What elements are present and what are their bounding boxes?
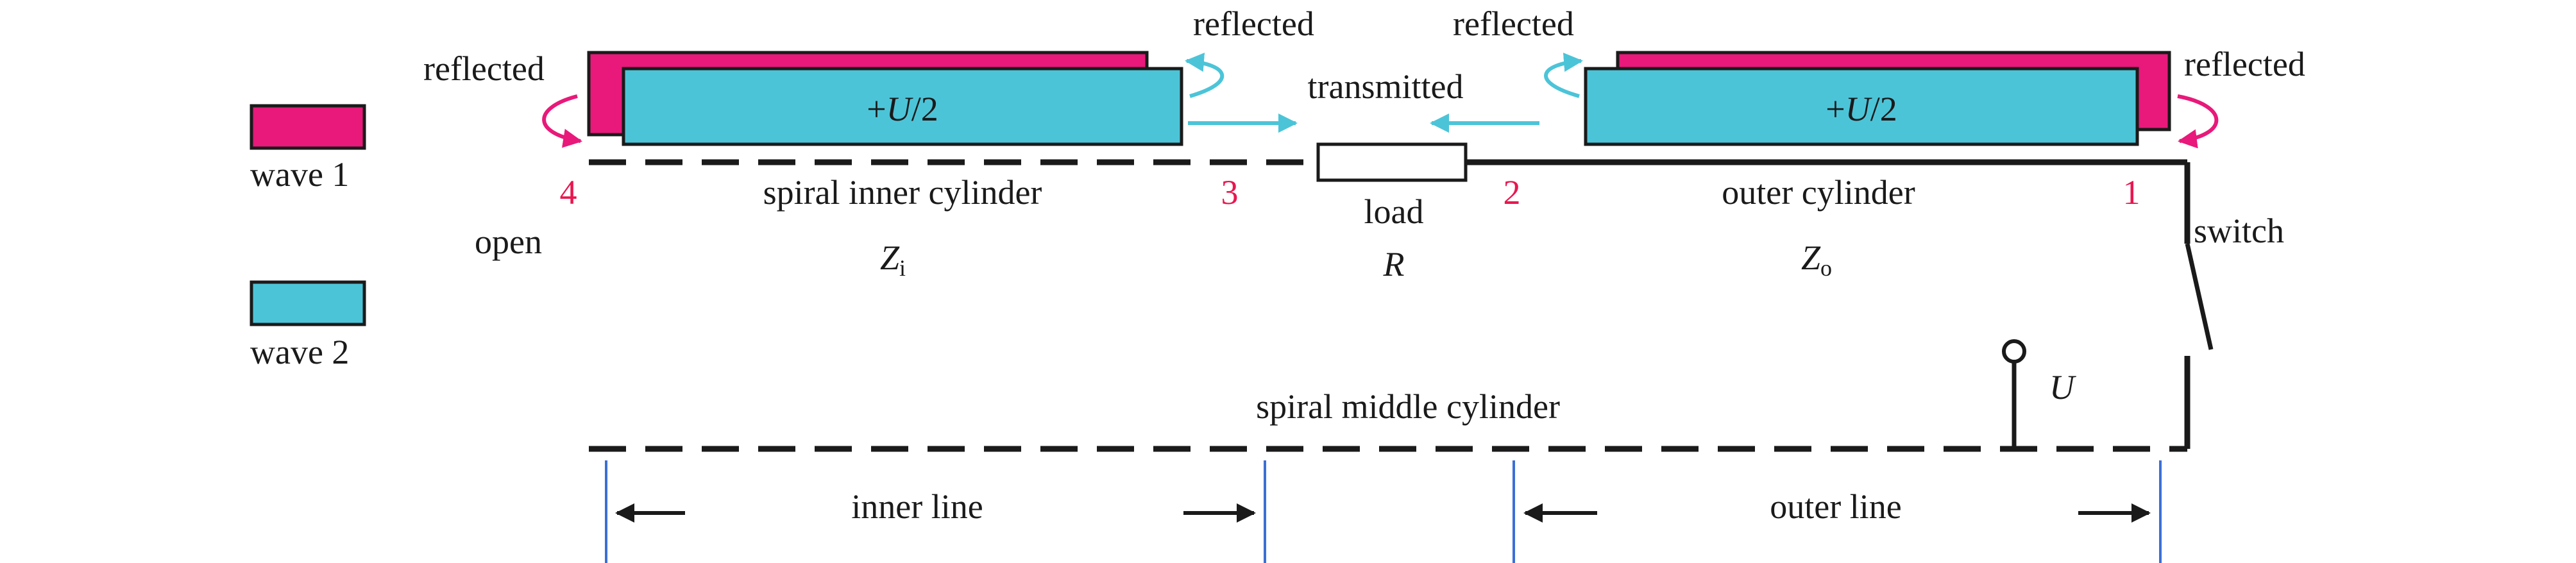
top-line	[589, 142, 2214, 449]
switch-label: switch	[2194, 212, 2284, 250]
load-symbol: R	[1383, 245, 1405, 283]
node-number-2: 2	[1504, 173, 1521, 212]
spiral-inner-cylinder-label: spiral inner cylinder	[763, 173, 1042, 212]
open-label: open	[475, 223, 542, 261]
text-labels: reflected reflected transmitted reflecte…	[423, 4, 2305, 426]
left-wave-blocks: +U/2	[587, 51, 1183, 146]
legend-wave2-swatch	[250, 280, 366, 326]
legend-wave1-swatch	[250, 104, 366, 150]
legend-wave2-label: wave 2	[250, 333, 349, 371]
reflected-far-left-arrow	[542, 94, 582, 148]
zi-symbol: Zi	[880, 239, 906, 281]
reflected-far-left-label: reflected	[423, 49, 545, 88]
load-label: load	[1364, 192, 1424, 231]
node-number-3: 3	[1221, 173, 1239, 212]
left-wave2-block	[622, 67, 1183, 146]
load-resistor	[1316, 142, 1468, 182]
reflected-center-right-label: reflected	[1453, 4, 1574, 43]
left-voltage-label: +U/2	[867, 90, 938, 128]
node-number-4: 4	[560, 173, 577, 212]
right-wave2-block	[1584, 67, 2139, 146]
spiral-middle-cylinder-label: spiral middle cylinder	[1256, 387, 1560, 426]
node-number-1: 1	[2123, 173, 2140, 212]
source-label: U	[2049, 368, 2076, 407]
reflected-center-left-label: reflected	[1193, 4, 1314, 43]
outer-line-label: outer line	[1770, 487, 1901, 526]
reflected-center-right-arrow	[1544, 53, 1583, 98]
line-extents: inner line outer line	[605, 460, 2162, 563]
legend-wave1-label: wave 1	[250, 155, 349, 194]
right-voltage-label: +U/2	[1826, 90, 1897, 128]
outer-cylinder-label: outer cylinder	[1722, 173, 1915, 212]
reflected-far-right-arrow	[2177, 94, 2219, 149]
zo-symbol: Zo	[1801, 239, 1832, 281]
inner-line-label: inner line	[851, 487, 983, 526]
reflected-far-right-label: reflected	[2184, 45, 2305, 83]
legend: wave 1 wave 2	[250, 104, 366, 371]
transmitted-label: transmitted	[1308, 67, 1464, 106]
right-wave-blocks: +U/2	[1584, 51, 2171, 146]
source-terminal-icon	[2002, 339, 2026, 364]
switch-blade	[2185, 243, 2214, 350]
wave-arrows	[542, 53, 2219, 149]
reflected-center-left-arrow	[1185, 53, 1224, 98]
bottom-line	[589, 339, 2187, 452]
